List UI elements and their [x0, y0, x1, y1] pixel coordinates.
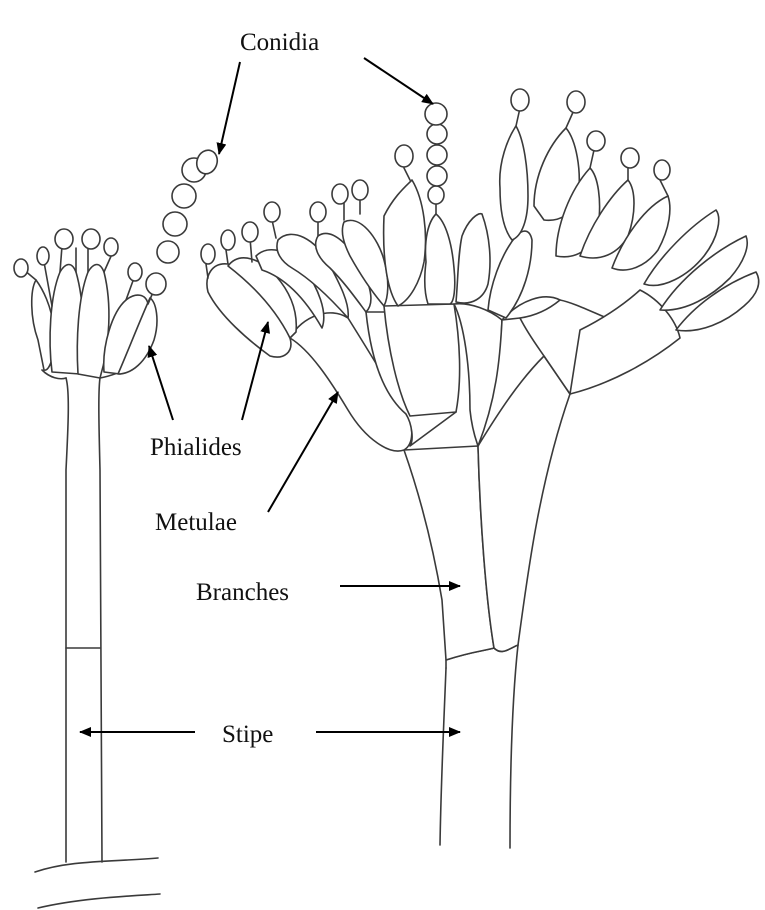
conidium	[55, 229, 73, 249]
phialide	[500, 126, 528, 240]
conidium	[427, 166, 447, 186]
conidium	[428, 186, 444, 204]
label-conidia: Conidia	[240, 29, 319, 56]
right-conidiophore	[201, 89, 759, 848]
conidium	[242, 222, 258, 242]
conidium	[163, 212, 187, 236]
conidium	[352, 180, 368, 200]
substrate-line	[35, 858, 158, 872]
conidium	[310, 202, 326, 222]
label-branches: Branches	[196, 579, 289, 606]
conidium	[511, 89, 529, 111]
conidium	[146, 273, 166, 295]
conidium	[201, 244, 215, 264]
conidium	[427, 145, 447, 165]
left-stipe	[66, 378, 102, 862]
conidium	[172, 184, 196, 208]
conidium	[567, 91, 585, 113]
arrow-metulae	[268, 392, 338, 512]
conidium	[82, 229, 100, 249]
phialide	[384, 180, 426, 306]
phialide	[425, 214, 455, 304]
conidium	[221, 230, 235, 250]
conidium	[425, 103, 447, 125]
conidium	[104, 238, 118, 256]
conidium	[157, 241, 179, 263]
conidium	[14, 259, 28, 277]
conidium	[332, 184, 348, 204]
conidium	[587, 131, 605, 151]
conidium	[264, 202, 280, 222]
label-metulae: Metulae	[155, 509, 237, 536]
conidium	[37, 247, 49, 265]
phialide	[456, 214, 490, 303]
substrate-line	[38, 894, 160, 908]
arrow-phialides-left	[149, 346, 173, 420]
conidium	[128, 263, 142, 281]
label-phialides: Phialides	[150, 434, 242, 461]
arrow-conidia-right	[364, 58, 433, 104]
conidium	[427, 124, 447, 144]
arrow-conidia-left	[219, 62, 240, 154]
label-stipe: Stipe	[222, 721, 273, 748]
conidium	[654, 160, 670, 180]
conidium	[395, 145, 413, 167]
right-stipe	[440, 645, 518, 848]
conidium	[621, 148, 639, 168]
